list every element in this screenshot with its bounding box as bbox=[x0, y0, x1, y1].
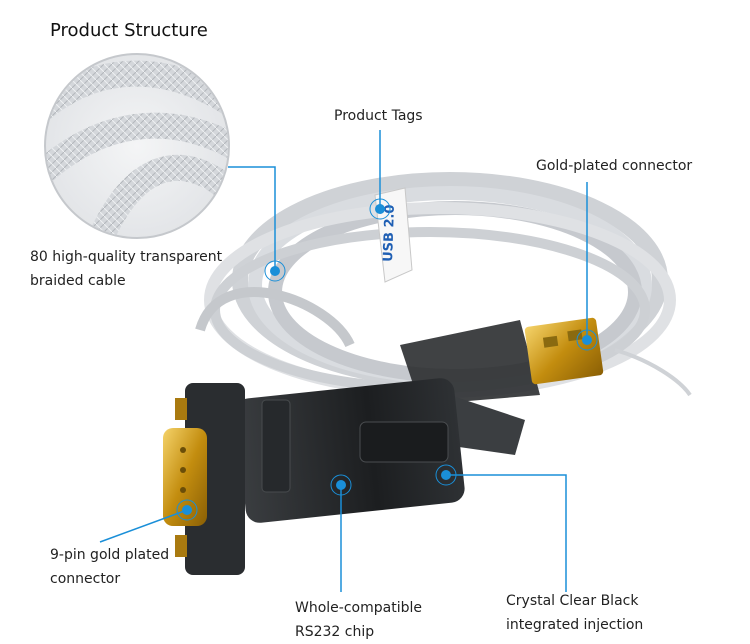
label-9pin-line1: 9-pin gold plated bbox=[50, 547, 170, 563]
label-product-tags-text: Product Tags bbox=[334, 108, 423, 124]
page-title: Product Structure bbox=[50, 20, 208, 41]
label-product-tags: Product Tags bbox=[334, 104, 423, 128]
callout-dot-9pin bbox=[176, 499, 198, 521]
label-braided-cable-line2: braided cable bbox=[30, 273, 126, 289]
label-9pin-connector: 9-pin gold plated connector bbox=[50, 543, 169, 591]
callout-dot-tag bbox=[369, 198, 391, 220]
callout-dot-gold-connector bbox=[576, 329, 598, 351]
cable-zoom-circle bbox=[44, 53, 230, 239]
callout-lines bbox=[99, 130, 588, 592]
label-rs232-line1: Whole-compatible bbox=[295, 600, 422, 616]
callout-dot-chip bbox=[330, 474, 352, 496]
label-crystal-line1: Crystal Clear Black bbox=[506, 593, 639, 609]
db9-housing bbox=[185, 378, 465, 575]
callout-dot-crystal bbox=[435, 464, 457, 486]
strain-relief bbox=[445, 395, 525, 455]
label-gold-connector-text: Gold-plated connector bbox=[536, 158, 693, 174]
label-gold-connector: Gold-plated connector bbox=[536, 154, 692, 178]
label-crystal-injection: Crystal Clear Black integrated injection bbox=[506, 589, 643, 637]
label-9pin-line2: connector bbox=[50, 571, 121, 587]
label-rs232-line2: RS232 chip bbox=[295, 624, 375, 640]
label-braided-cable-line1: 80 high-quality transparent bbox=[30, 249, 223, 265]
tag-label: USB 2.0 bbox=[381, 204, 398, 262]
label-crystal-line2: integrated injection bbox=[506, 617, 644, 633]
db9-plug bbox=[163, 398, 207, 557]
label-braided-cable: 80 high-quality transparent braided cabl… bbox=[30, 245, 222, 293]
callout-dot-cable bbox=[264, 260, 286, 282]
label-rs232-chip: Whole-compatible RS232 chip bbox=[295, 596, 422, 644]
